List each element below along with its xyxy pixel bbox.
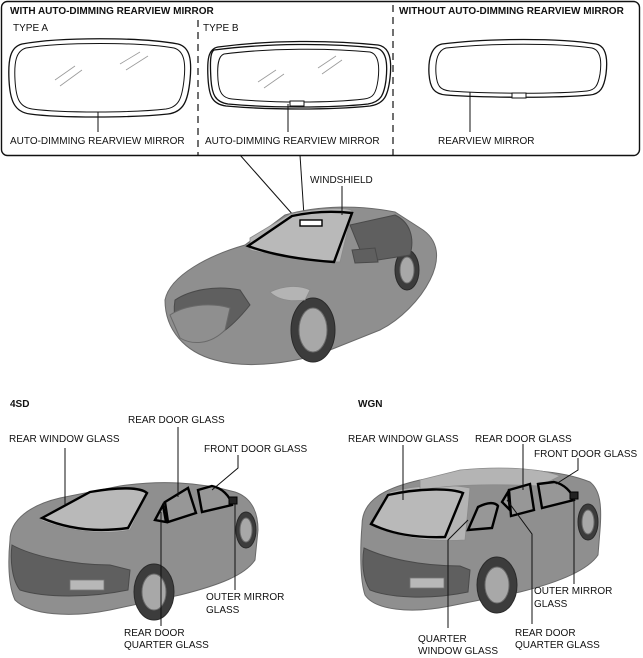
wagon-rear-door-label: REAR DOOR GLASS (475, 434, 572, 445)
callout-line-left (239, 154, 295, 217)
wagon-rear-window-glass (369, 488, 465, 539)
sedan-rear-window-label: REAR WINDOW GLASS (9, 434, 120, 445)
windshield-glass-outline (245, 210, 354, 264)
wagon-rear-door-quarter-leader (506, 499, 533, 624)
type-a-mirror (8, 38, 192, 118)
wagon-rear-door-quarter-label-2: QUARTER GLASS (515, 640, 600, 651)
type-b-mirror-label: AUTO-DIMMING REARVIEW MIRROR (205, 136, 380, 147)
wagon-outer-mirror-glass (569, 491, 579, 500)
rearview-mirror-label: REARVIEW MIRROR (438, 136, 535, 147)
sedan-quarter-label-1: REAR DOOR (124, 628, 185, 639)
wagon-quarter-window-leader (447, 519, 469, 628)
sedan-outer-mirror-label-1: OUTER MIRROR (206, 592, 284, 603)
type-a-label: TYPE A (13, 23, 48, 34)
wagon-rear-door-glass (507, 482, 536, 518)
wagon-front-door-leader (555, 458, 579, 485)
callout-line-right (299, 154, 305, 217)
sedan-outer-mirror-glass (228, 496, 238, 505)
type-b-label: TYPE B (203, 23, 239, 34)
wagon-quarter-window-label-1: QUARTER (418, 634, 467, 645)
wagon-rear-window-label: REAR WINDOW GLASS (348, 434, 459, 445)
sedan-quarter-label-2: QUARTER GLASS (124, 640, 209, 651)
sedan-rear-door-glass (163, 486, 198, 524)
sedan-car-illustration (8, 482, 259, 621)
wagon-quarter-window-glass (466, 501, 500, 532)
type-b-mirror (207, 40, 392, 110)
sedan-rear-window-glass (39, 487, 149, 532)
wagon-quarter-window-label-2: WINDOW GLASS (418, 646, 498, 657)
sedan-rear-door-label: REAR DOOR GLASS (128, 415, 225, 426)
sedan-front-door-glass (196, 484, 234, 514)
wagon-outer-mirror-label-1: OUTER MIRROR (534, 586, 612, 597)
front-rearview-mirror-mark (299, 219, 323, 227)
sedan-front-door-leader (211, 455, 239, 491)
sedan-front-door-label: FRONT DOOR GLASS (204, 444, 307, 455)
mirror-panel: WITH AUTO-DIMMING REARVIEW MIRROR WITHOU… (0, 0, 641, 157)
with-auto-dimming-heading: WITH AUTO-DIMMING REARVIEW MIRROR (10, 6, 214, 17)
type-a-mirror-label: AUTO-DIMMING REARVIEW MIRROR (10, 136, 185, 147)
wagon-front-door-label: FRONT DOOR GLASS (534, 449, 637, 460)
sedan-outer-mirror-label-2: GLASS (206, 605, 240, 616)
rearview-mirror (428, 38, 608, 99)
wagon-heading: WGN (358, 399, 382, 410)
sedan-heading: 4SD (10, 399, 29, 410)
wagon-outer-mirror-label-2: GLASS (534, 599, 568, 610)
front-car-illustration (164, 206, 438, 365)
windshield-label: WINDSHIELD (310, 175, 373, 186)
without-auto-dimming-heading: WITHOUT AUTO-DIMMING REARVIEW MIRROR (399, 6, 625, 17)
wagon-rear-door-quarter-label-1: REAR DOOR (515, 628, 576, 639)
